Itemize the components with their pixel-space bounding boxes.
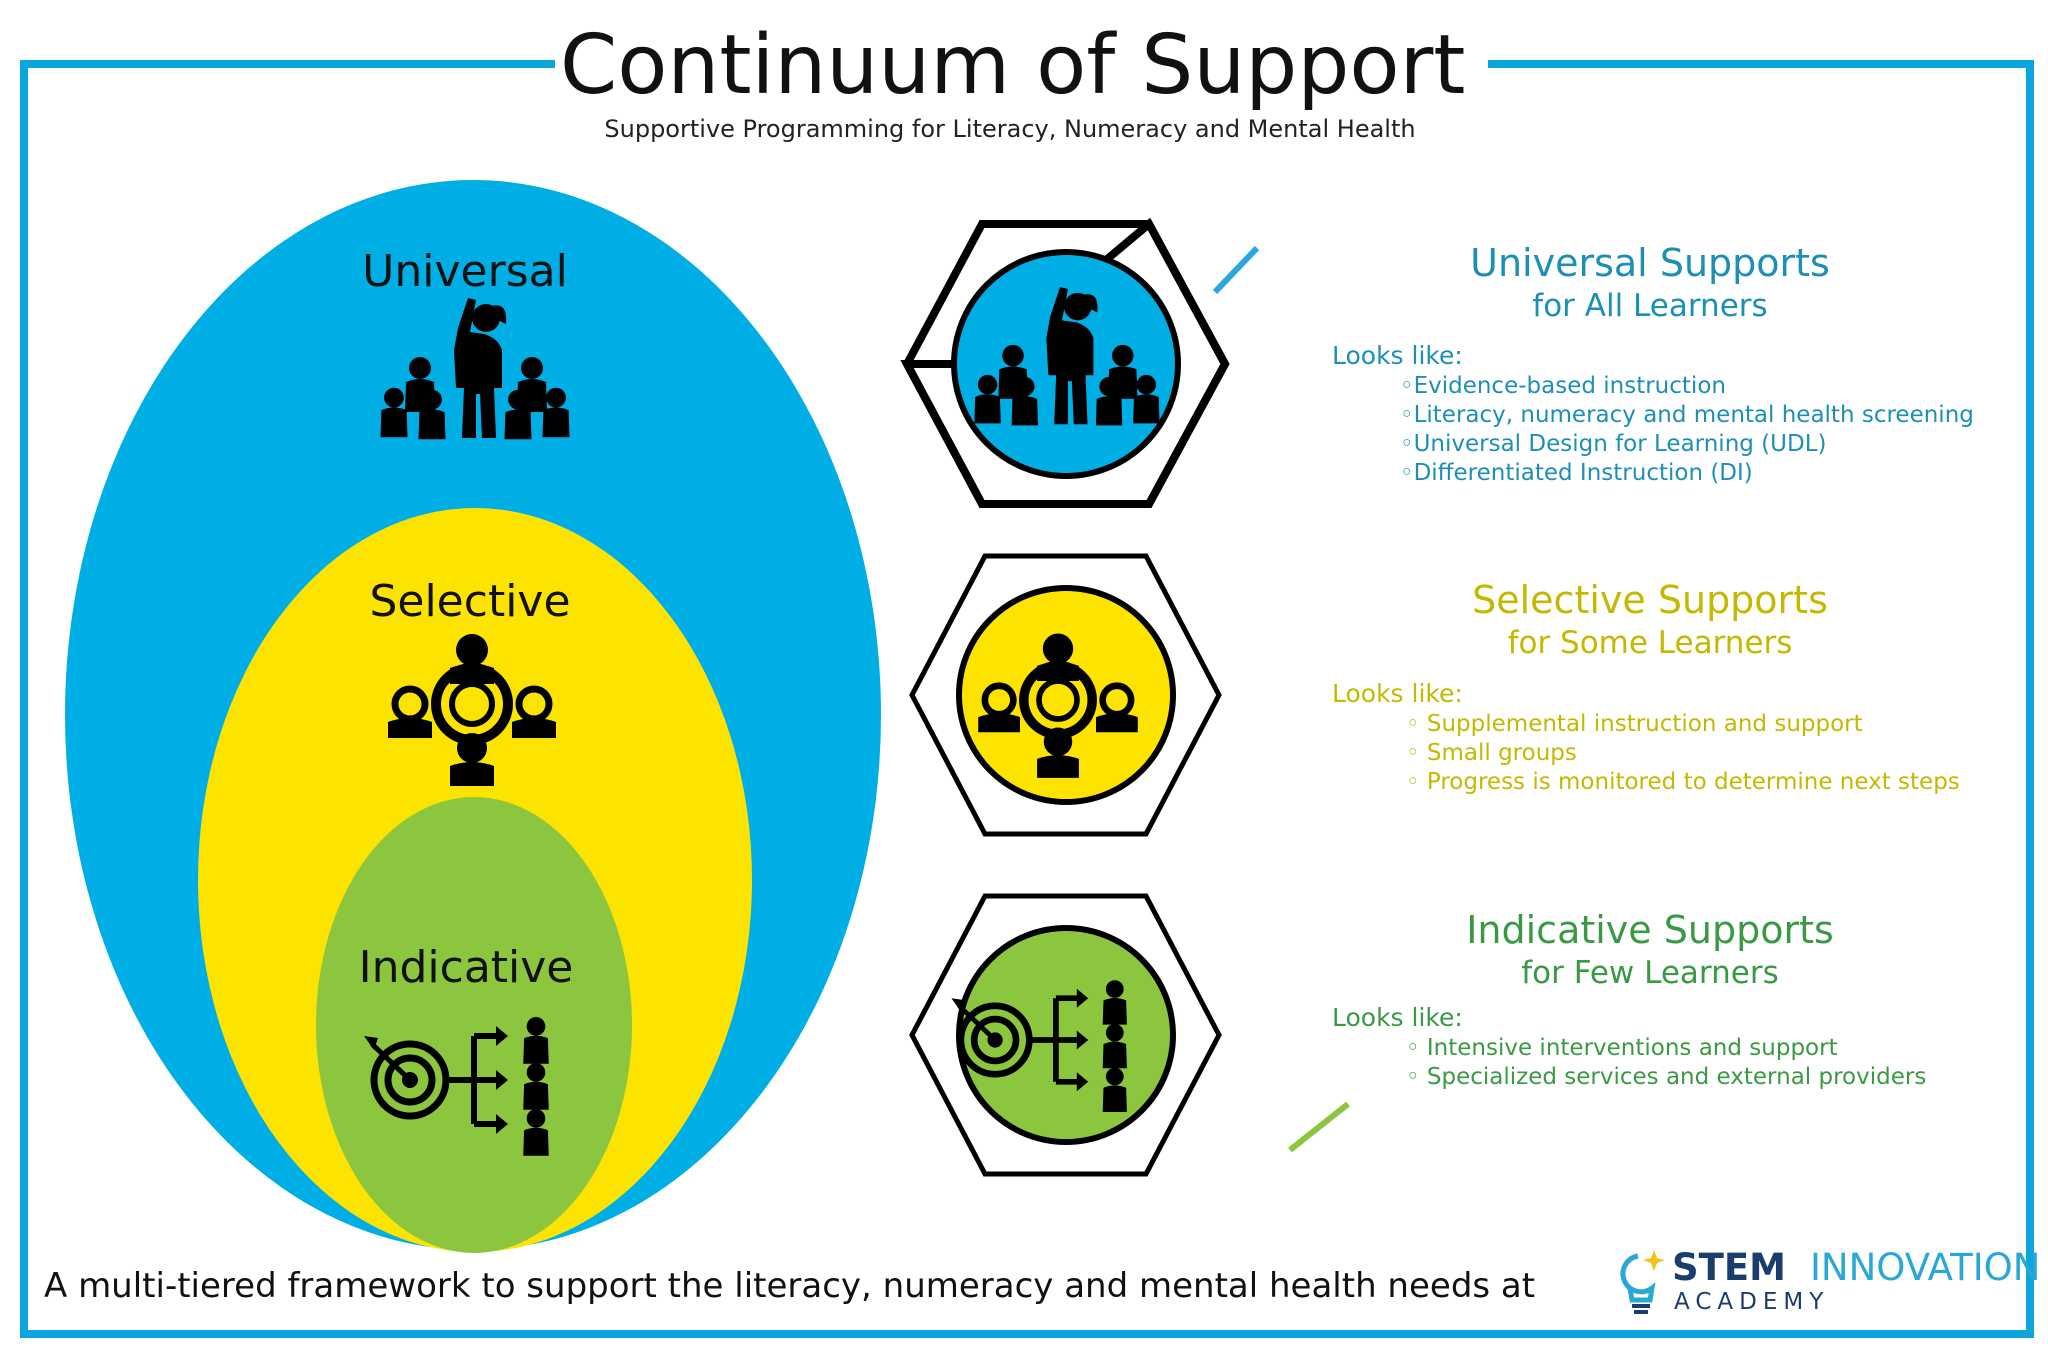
logo-word-stem: STEM: [1672, 1246, 1786, 1289]
frame-bottom: [20, 1330, 2034, 1338]
universal-bullet-list: ◦Evidence-based instruction ◦Literacy, n…: [1400, 372, 1974, 488]
indicative-subheading: for Few Learners: [1521, 955, 1779, 991]
selective-label: Selective: [369, 576, 571, 627]
logo-word-innovation: INNOVATION: [1810, 1246, 2041, 1289]
bracket-bottom-diagonal: [1288, 1101, 1350, 1153]
school-logo: STEM INNOVATION ACADEMY: [1614, 1246, 2040, 1320]
selective-subheading: for Some Learners: [1507, 625, 1793, 661]
list-item: ◦Universal Design for Learning (UDL): [1400, 431, 1827, 457]
list-item: ◦Literacy, numeracy and mental health sc…: [1400, 402, 1974, 428]
indicative-hexagon: [909, 893, 1222, 1177]
universal-hexagon: [900, 217, 1230, 508]
selective-heading: Selective Supports: [1472, 578, 1828, 622]
frame-top-left: [20, 60, 555, 68]
indicative-heading: Indicative Supports: [1466, 908, 1834, 952]
selective-bullet-list: ◦ Supplemental instruction and support ◦…: [1406, 710, 1960, 797]
list-item: ◦ Intensive interventions and support: [1406, 1035, 1838, 1061]
frame-right: [2026, 60, 2034, 1338]
page-subtitle: Supportive Programming for Literacy, Num…: [604, 115, 1416, 143]
selective-looks-like: Looks like:: [1332, 679, 1463, 708]
lightbulb-sparkle-icon: [1620, 1250, 1665, 1314]
universal-subheading: for All Learners: [1532, 288, 1768, 324]
list-item: ◦ Supplemental instruction and support: [1406, 711, 1863, 737]
footer-text: A multi-tiered framework to support the …: [44, 1266, 1536, 1306]
list-item: ◦ Small groups: [1406, 740, 1577, 766]
frame-top-right: [1488, 60, 2034, 68]
list-item: ◦ Specialized services and external prov…: [1406, 1064, 1927, 1090]
list-item: ◦ Progress is monitored to determine nex…: [1406, 769, 1960, 795]
list-item: ◦Differentiated Instruction (DI): [1400, 460, 1753, 486]
list-item: ◦Evidence-based instruction: [1400, 373, 1726, 399]
indicative-ellipse: [316, 797, 632, 1253]
indicative-looks-like: Looks like:: [1332, 1003, 1463, 1032]
universal-heading: Universal Supports: [1470, 241, 1830, 285]
frame-left: [20, 60, 28, 1338]
indicative-bullet-list: ◦ Intensive interventions and support ◦ …: [1406, 1034, 1926, 1092]
logo-word-academy: ACADEMY: [1674, 1289, 1830, 1315]
indicative-label: Indicative: [358, 942, 574, 993]
universal-looks-like: Looks like:: [1332, 341, 1463, 370]
universal-label: Universal: [362, 246, 568, 297]
page-title: Continuum of Support: [560, 18, 1466, 113]
selective-hexagon: [909, 553, 1222, 837]
bracket-top-diagonal: [1212, 245, 1260, 295]
